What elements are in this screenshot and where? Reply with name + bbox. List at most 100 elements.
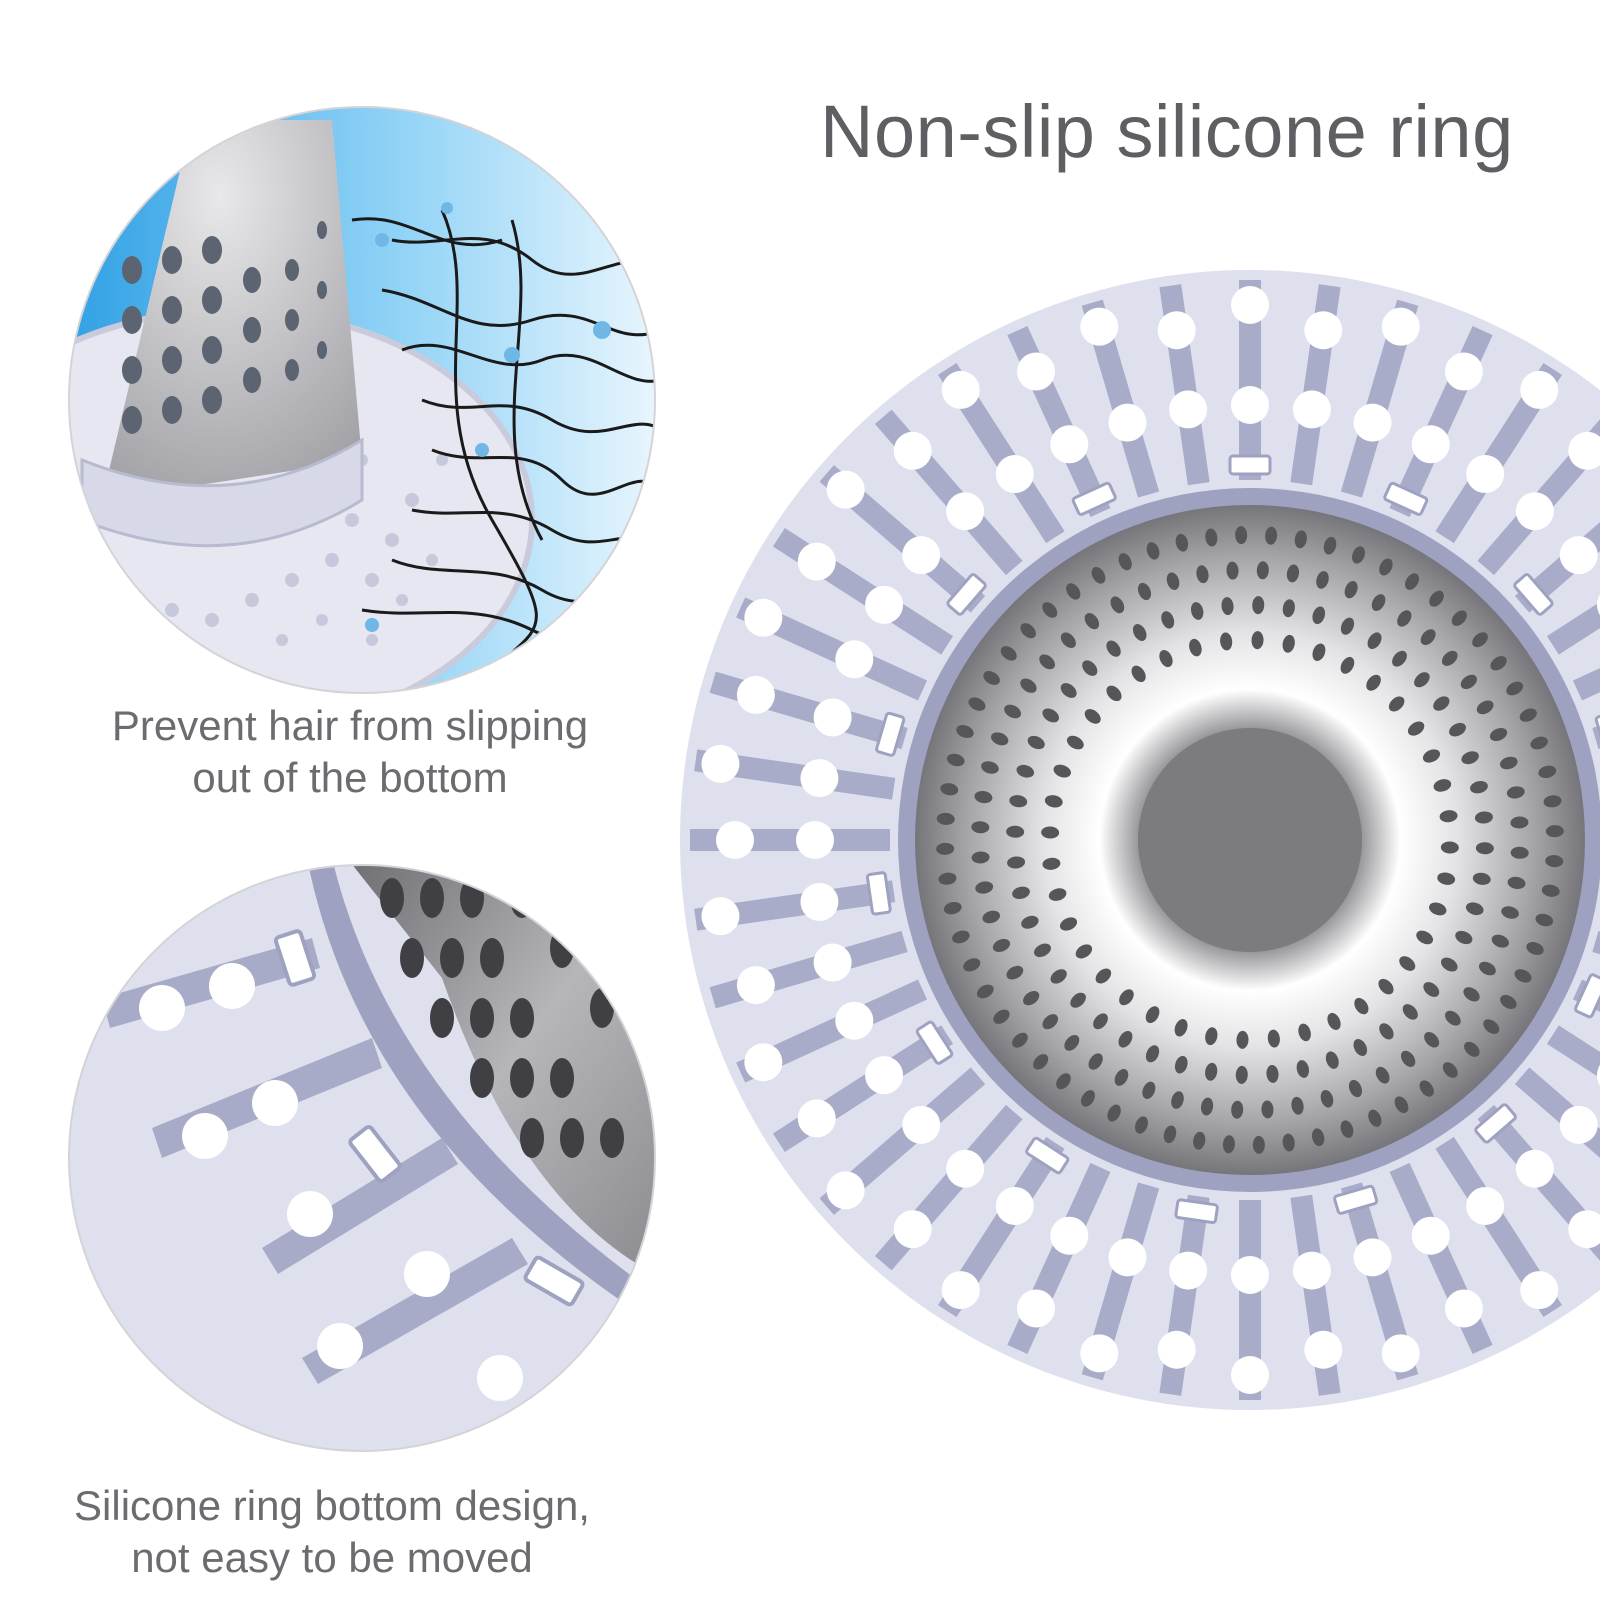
perforation bbox=[1088, 1053, 1103, 1070]
perforation bbox=[1316, 571, 1329, 589]
drain-hole bbox=[1304, 311, 1343, 350]
perforation bbox=[1472, 632, 1488, 648]
perforation bbox=[1042, 857, 1061, 870]
perforation bbox=[1114, 1069, 1129, 1086]
perforation bbox=[1020, 623, 1036, 639]
perforation bbox=[1205, 1027, 1218, 1046]
perforation bbox=[1311, 1128, 1325, 1147]
perforation bbox=[971, 821, 990, 834]
perforation bbox=[1066, 583, 1081, 600]
perforation bbox=[1433, 779, 1452, 792]
perforation bbox=[1442, 1062, 1458, 1078]
perforation bbox=[1429, 590, 1444, 607]
drain-hole bbox=[1050, 1216, 1089, 1255]
drain-hole bbox=[995, 1186, 1034, 1225]
perforation bbox=[936, 812, 955, 825]
drain-hole bbox=[1157, 1330, 1196, 1369]
perforation bbox=[1475, 842, 1494, 855]
perforation bbox=[1291, 1096, 1304, 1115]
groove bbox=[1546, 1025, 1600, 1079]
perforation bbox=[1235, 1065, 1248, 1084]
perforation bbox=[1441, 957, 1458, 972]
perforation bbox=[976, 984, 994, 999]
perforation bbox=[1354, 997, 1369, 1015]
perforation bbox=[1538, 765, 1557, 779]
perforation bbox=[1048, 888, 1067, 901]
perforation bbox=[952, 930, 970, 944]
drain-hole bbox=[744, 1043, 783, 1082]
perforation bbox=[936, 842, 955, 855]
perforation bbox=[1161, 611, 1175, 629]
groove bbox=[1514, 522, 1600, 613]
perforation bbox=[1252, 596, 1265, 615]
perforation bbox=[1034, 943, 1051, 958]
drain-hole bbox=[941, 370, 980, 409]
drain-hole bbox=[716, 821, 754, 859]
drain-hole bbox=[1108, 403, 1147, 442]
drain-hole bbox=[826, 470, 865, 509]
center-plug bbox=[1138, 728, 1362, 952]
drain-hole bbox=[1157, 311, 1196, 350]
drain-hole bbox=[701, 897, 740, 936]
perforation bbox=[1463, 987, 1480, 1002]
perforation bbox=[1056, 1073, 1071, 1090]
perforation bbox=[1060, 683, 1077, 698]
perforation bbox=[1312, 643, 1326, 661]
perforation bbox=[1000, 646, 1017, 661]
perforation bbox=[1166, 572, 1180, 591]
perforation bbox=[1465, 902, 1484, 916]
perforation bbox=[1451, 610, 1467, 626]
groove bbox=[1546, 601, 1600, 655]
perforation bbox=[1106, 640, 1121, 657]
perforation bbox=[1483, 1019, 1500, 1034]
perforation bbox=[1042, 708, 1059, 723]
perforation bbox=[1231, 1100, 1244, 1119]
perforation bbox=[1082, 660, 1098, 676]
perforation bbox=[1023, 990, 1040, 1006]
drain-hole bbox=[1520, 370, 1559, 409]
perforation bbox=[1491, 934, 1509, 948]
perforation bbox=[1379, 558, 1393, 576]
perforation bbox=[1416, 930, 1434, 945]
perforation bbox=[1368, 1109, 1382, 1127]
perforation bbox=[1042, 602, 1058, 618]
drain-hole bbox=[1231, 1256, 1269, 1294]
drain-hole bbox=[946, 492, 985, 531]
perforation bbox=[1429, 902, 1447, 916]
drain-strainer-top-view bbox=[680, 270, 1600, 1410]
perforation bbox=[1266, 1064, 1279, 1083]
drain-hole bbox=[1515, 1149, 1554, 1188]
perforation bbox=[1424, 1031, 1440, 1048]
perforation bbox=[1006, 965, 1024, 980]
perforation bbox=[1470, 780, 1488, 794]
page-title: Non-slip silicone ring bbox=[820, 90, 1514, 173]
drain-hole bbox=[1568, 431, 1600, 470]
perforation bbox=[1039, 654, 1055, 670]
perforation bbox=[1437, 872, 1456, 885]
perforation bbox=[1445, 1010, 1461, 1026]
perforation bbox=[1340, 656, 1355, 674]
perforation bbox=[1256, 561, 1269, 580]
perforation bbox=[1221, 597, 1234, 616]
drain-hole bbox=[813, 698, 852, 737]
perforation bbox=[1476, 700, 1494, 715]
perforation bbox=[1050, 969, 1067, 984]
perforation bbox=[1379, 1023, 1394, 1040]
perforation bbox=[1064, 1035, 1080, 1051]
perforation bbox=[1353, 1039, 1368, 1056]
perforation bbox=[1327, 1012, 1341, 1031]
ring-slot bbox=[1383, 481, 1429, 516]
perforation bbox=[1414, 672, 1430, 688]
drain-hole bbox=[1353, 1238, 1392, 1277]
perforation bbox=[968, 697, 986, 711]
perforation bbox=[956, 725, 974, 738]
drain-hole bbox=[1444, 352, 1483, 391]
perforation bbox=[1460, 674, 1477, 690]
drain-hole bbox=[893, 431, 932, 470]
perforation bbox=[1490, 656, 1507, 671]
drain-hole bbox=[1080, 307, 1119, 346]
ring-slot bbox=[865, 871, 892, 916]
perforation bbox=[1489, 727, 1508, 742]
perforation bbox=[1420, 629, 1436, 645]
perforation bbox=[1312, 606, 1326, 625]
